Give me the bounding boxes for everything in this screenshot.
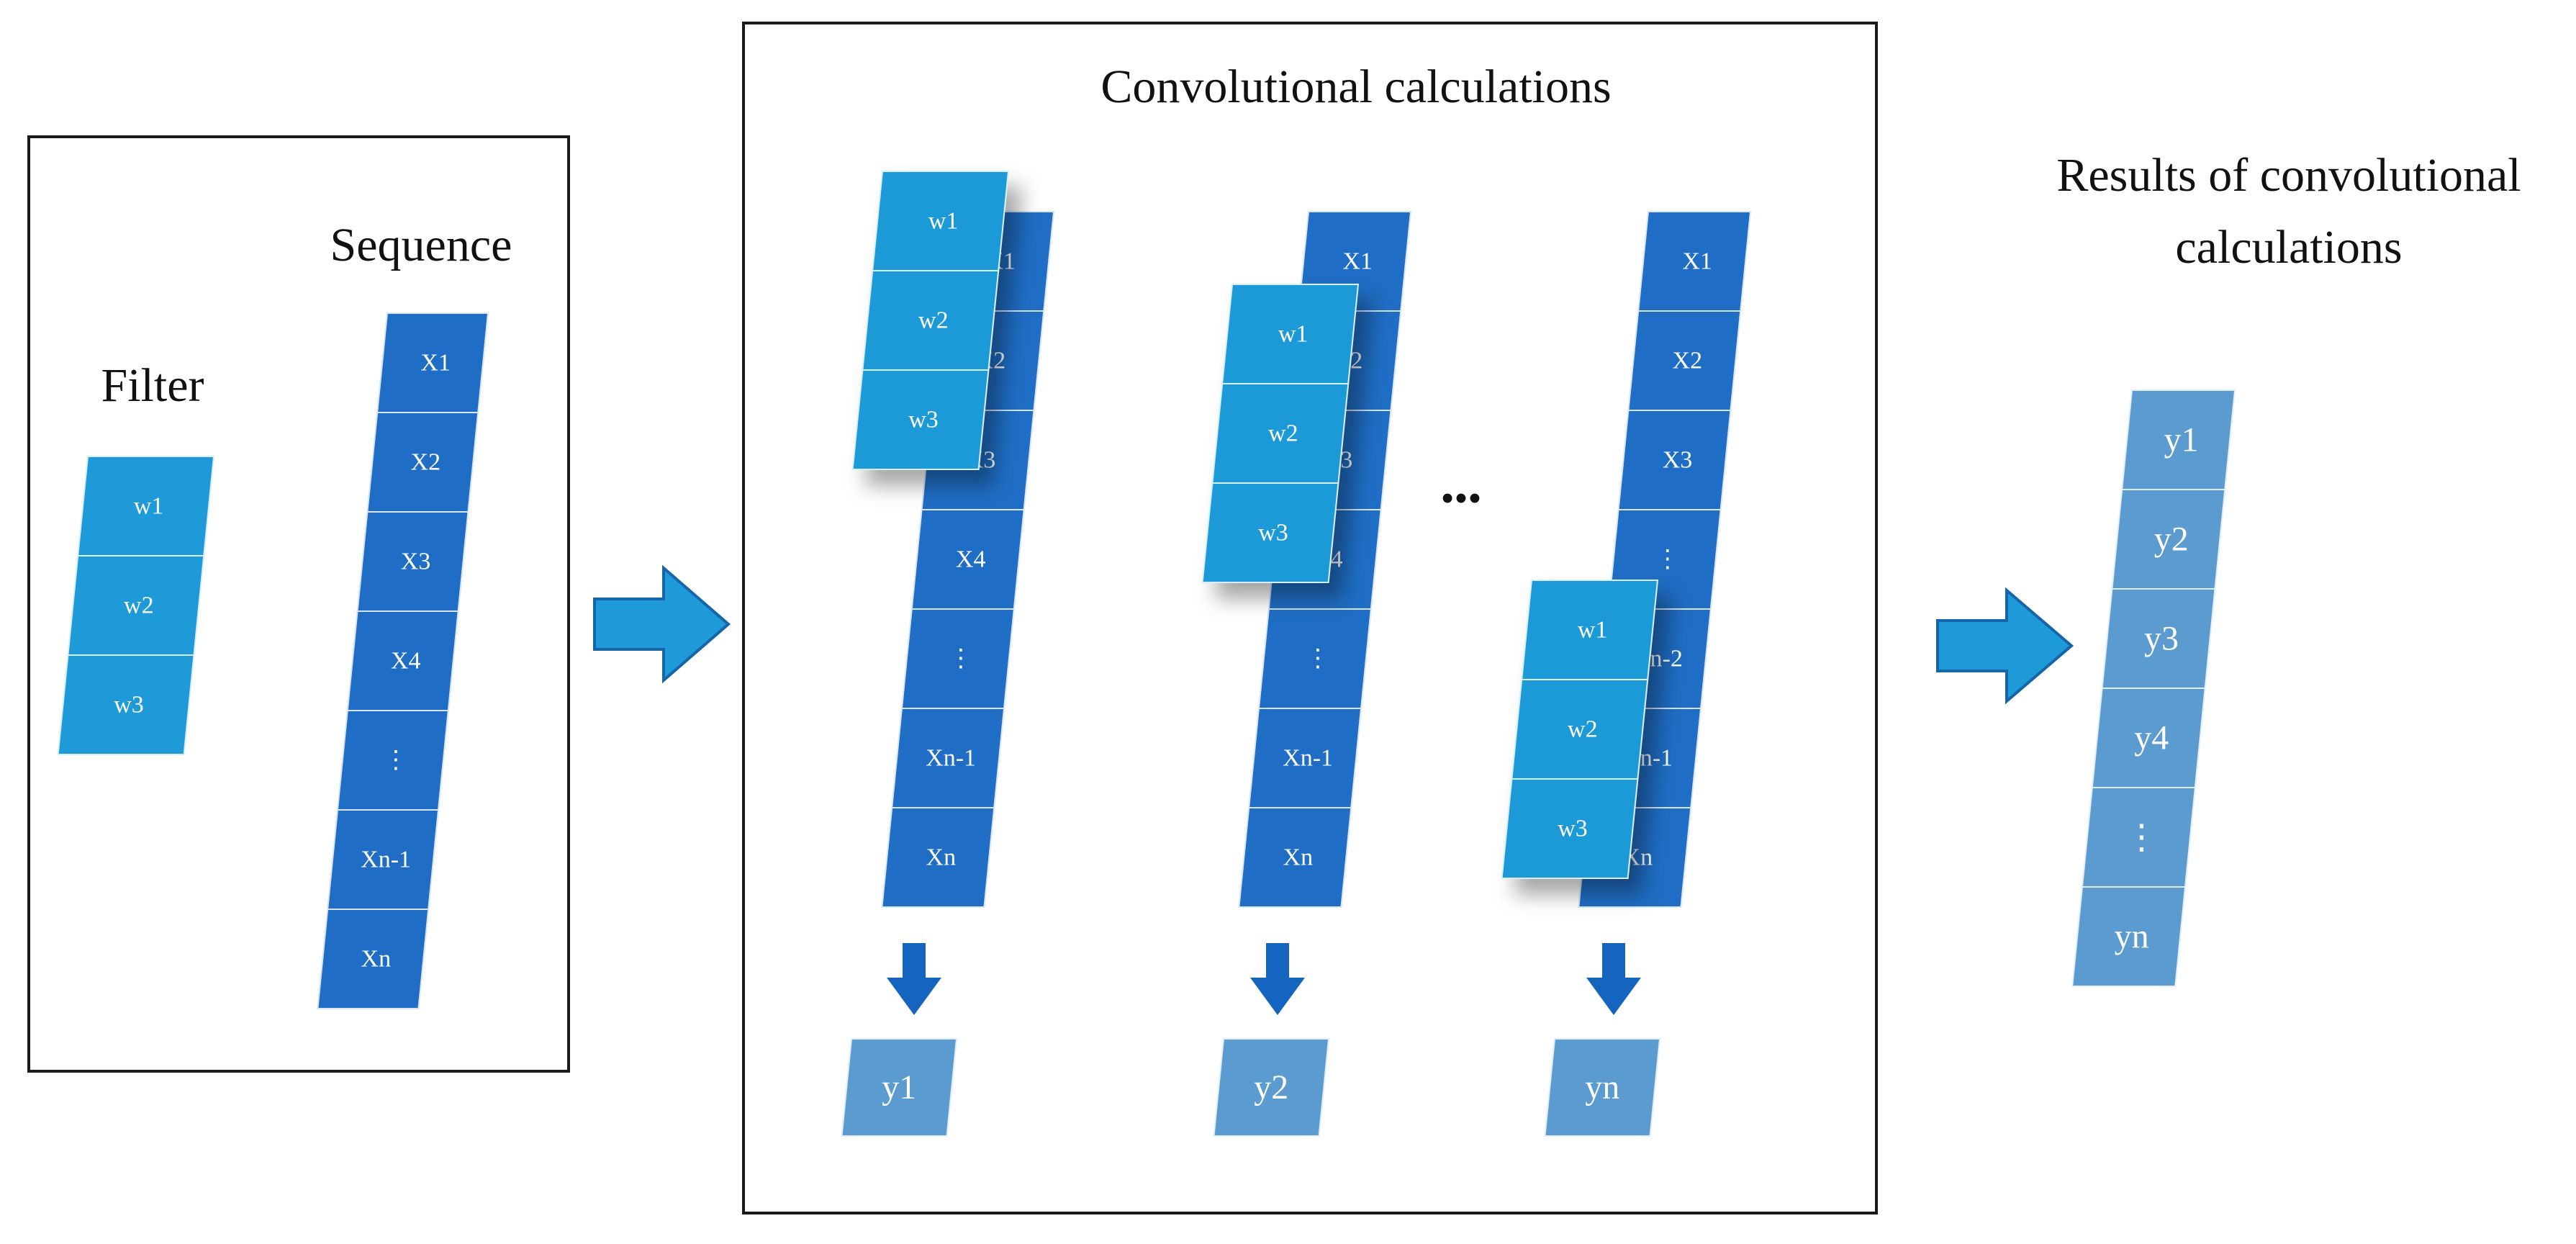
result-cell-label: y4 [2134,719,2169,757]
sequence-cell-label: X3 [401,549,431,575]
filter: w1 w2 w3 [57,456,215,755]
conv-sequence-cell-label: X2 [1673,348,1703,374]
conv-filter-cell-label: w2 [1568,716,1598,743]
results-title-line2: calculations [2175,221,2402,274]
conv-sequence-cell-label: Xn-1 [926,745,976,772]
conv-output-label: y2 [1254,1068,1288,1106]
conv-output-label: y1 [882,1068,916,1106]
result-cell [2071,886,2187,987]
sequence-cell-label: X1 [420,350,451,377]
conv-output: yn [1544,1038,1661,1137]
conv-filter-cell-label: w1 [1278,321,1309,348]
results-title-line1: Results of convolutional [2056,149,2521,202]
right-arrow-icon-2 [1936,587,2074,705]
conv-sequence-cell-label: ⋮ [1306,646,1330,672]
conv-filter-cell-label: w1 [928,208,959,235]
conv-sequence-cell-label: ⋮ [949,646,973,672]
filter-cell-label: w3 [114,692,144,718]
result-cell-label: ⋮ [2124,819,2159,857]
conv-filter: w1 w2 w3 [1201,284,1360,583]
result-cell-label: yn [2115,918,2149,956]
sequence-cell-label: X2 [411,449,441,476]
result-cell-label: y3 [2144,620,2179,658]
conv-filter-cell-label: w2 [1268,420,1298,447]
input-panel-frame [27,135,570,1073]
conv-filter-cell-label: w3 [1558,816,1588,842]
conv-filter-cell [851,369,990,470]
conv-sequence-cell-label: Xn [1283,844,1314,871]
conv-sequence-cell-label: X4 [956,546,986,573]
filter-cell-label: w1 [134,493,164,520]
sequence-cell-label: X4 [391,648,421,675]
sequence-cell-label: ⋮ [384,747,408,774]
conv-sequence-cell-label: X1 [1342,248,1373,275]
conv-filter-cell-label: w3 [908,407,939,433]
result-cell-label: y2 [2154,520,2189,559]
conv-output-box [841,1038,958,1137]
conv-sequence-cell-label: ⋮ [1655,546,1680,573]
convolution-panel-frame [742,22,1878,1214]
convolution-title: Convolutional calculations [1101,60,1611,113]
conv-sequence-cell-label: X1 [1682,248,1712,275]
conv-filter: w1 w2 w3 [851,171,1010,470]
filter-cell [57,654,195,755]
result-cell-label: y1 [2164,421,2199,459]
conv-filter-cell [1201,482,1339,583]
sequence-title: Sequence [330,219,512,271]
conv-output: y2 [1213,1038,1330,1137]
down-arrow-icon [1586,943,1641,1015]
right-arrow-icon [593,564,731,684]
ellipsis: ••• [1441,477,1482,520]
filter-cell-label: w2 [124,592,154,619]
down-arrow-icon [1250,943,1305,1015]
conv-sequence-cell-label: Xn-1 [1283,745,1333,772]
sequence-cell-label: Xn [361,946,392,973]
result: y1 y2 y3 y4 ⋮ yn [2071,389,2236,987]
conv-filter-cell-label: w1 [1578,617,1608,644]
conv-output: y1 [841,1038,958,1137]
filter-title: Filter [101,359,204,412]
results-column: y1 y2 y3 y4 ⋮ yn [2071,389,2236,987]
conv-sequence-cell [881,807,995,908]
down-arrow-icon [887,943,941,1015]
sequence-cell [317,909,430,1009]
conv-sequence-cell-label: X3 [1663,447,1693,474]
sequence-cell-label: Xn-1 [361,847,411,873]
conv-output-label: yn [1585,1068,1619,1106]
conv-filter-cell-label: w3 [1258,520,1288,546]
conv-output-box [1213,1038,1330,1137]
filter-column: w1 w2 w3 [57,456,215,755]
conv-filter-cell [1501,778,1639,879]
conv-filter: w1 w2 w3 [1501,580,1659,879]
conv-output-box [1544,1038,1661,1137]
conv-sequence-cell [1238,807,1352,908]
conv-sequence-cell-label: Xn [926,844,957,871]
convolution-steps: X1X2X3X4⋮Xn-1Xnw1w2w3y1X1X2X3X4⋮Xn-1Xnw1… [841,171,1752,1137]
conv-filter-cell-label: w2 [918,307,949,334]
